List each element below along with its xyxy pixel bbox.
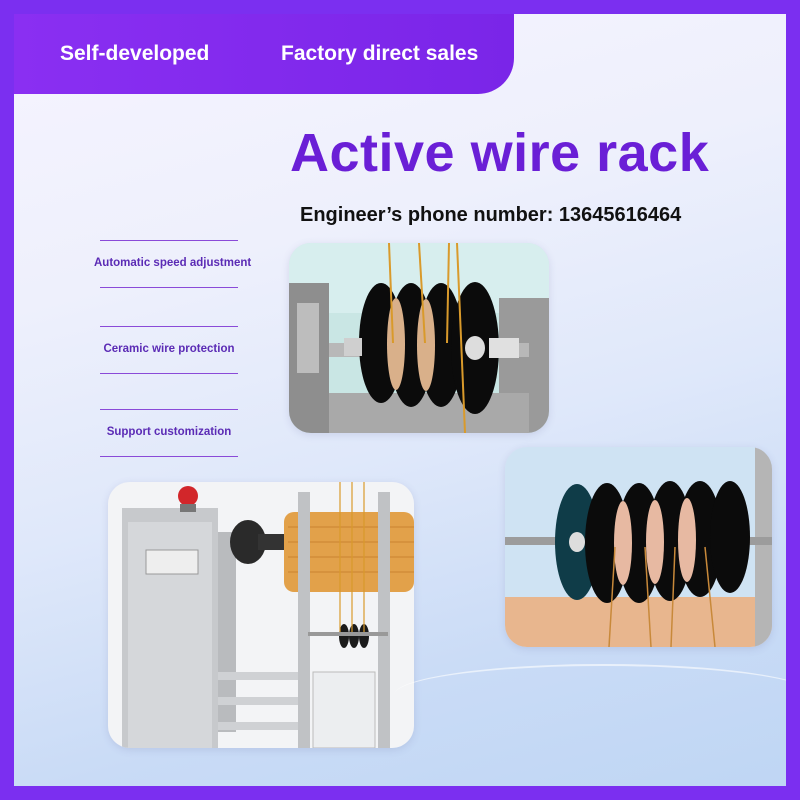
wire-wheel-rod-photo — [505, 447, 772, 647]
page-frame: Self-developed Factory direct sales Acti… — [14, 14, 786, 786]
feature-label: Automatic speed adjustment — [94, 257, 252, 269]
feature-label: Ceramic wire protection — [103, 343, 235, 355]
tag-self-developed: Self-developed — [60, 42, 210, 65]
wire-rack-machine-photo — [108, 482, 414, 748]
header-banner: Self-developed Factory direct sales — [14, 14, 514, 94]
feature-divider-top — [100, 409, 238, 410]
decorative-swoosh — [394, 664, 786, 726]
feature-label: Support customization — [106, 426, 232, 438]
feature-divider-bottom — [100, 373, 238, 374]
feature-divider-top — [100, 240, 238, 241]
wire-wheel-closeup-photo — [289, 243, 549, 433]
feature-item: Support customization — [94, 409, 244, 457]
feature-divider-bottom — [100, 456, 238, 457]
feature-divider-top — [100, 326, 238, 327]
tag-factory-direct-sales: Factory direct sales — [281, 42, 479, 65]
feature-item: Ceramic wire protection — [94, 326, 244, 374]
page-title: Active wire rack — [290, 123, 710, 183]
engineer-phone: Engineer’s phone number: 13645616464 — [300, 204, 682, 226]
feature-divider-bottom — [100, 287, 238, 288]
feature-item: Automatic speed adjustment — [94, 240, 252, 288]
